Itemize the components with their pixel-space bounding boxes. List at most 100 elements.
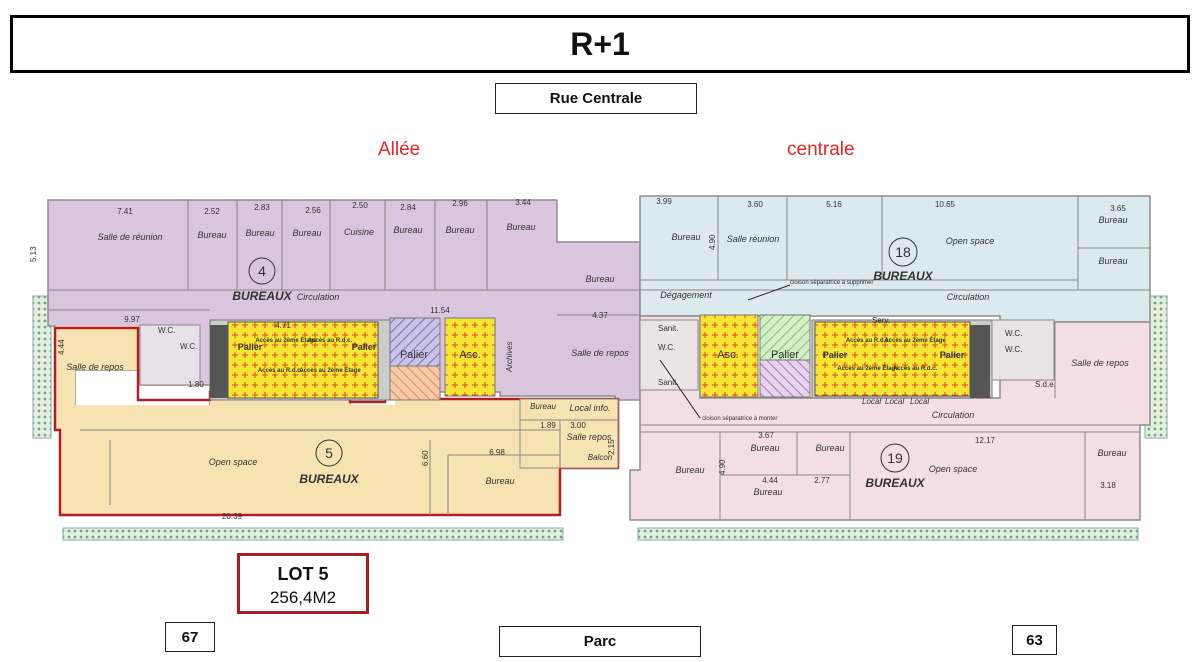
room-dimension: 5.13 — [29, 246, 38, 262]
room-dimension: 2.84 — [400, 203, 416, 212]
room-dimension: 4.44 — [57, 339, 66, 355]
lot-5-extension — [519, 398, 619, 469]
room-label: S.d.e. — [1035, 380, 1056, 389]
room-label: W.C. — [180, 342, 197, 351]
unit-4-number: 4 — [258, 263, 266, 279]
room-label: W.C. — [658, 343, 675, 352]
unit-markers — [248, 237, 918, 473]
room-dimension: 4.44 — [762, 476, 778, 485]
room-dimension: 20.39 — [222, 512, 243, 521]
access-note: Accès au R.d.c. — [308, 338, 353, 344]
room-label: Salle repos — [566, 432, 612, 442]
landing-left-orange — [389, 365, 441, 401]
room-label: Salle de repos — [571, 348, 629, 358]
room-label: Bureau — [815, 443, 844, 453]
room-dimension: 2.50 — [352, 201, 368, 210]
access-note: Accès au R.d.c. — [893, 366, 938, 372]
sanitary-block-right — [639, 319, 699, 391]
room-label: Local — [885, 397, 904, 406]
room-label: Open space — [946, 236, 995, 246]
room-dimension: 4.71 — [275, 321, 291, 330]
stair-core-left-hatch — [227, 321, 379, 399]
room-dimension: 3.60 — [747, 200, 763, 209]
room-label: Bureau — [1097, 448, 1126, 458]
room-label: Bureau — [292, 228, 321, 238]
unit-19-label: BUREAUX — [865, 476, 925, 490]
access-note: Accès au R.d.c. — [846, 338, 891, 344]
palier-label-right-3: Palier — [940, 350, 965, 360]
access-note: Accès au 2ème Étage — [884, 336, 946, 344]
room-label: Dégagement — [660, 290, 712, 300]
right-building — [629, 195, 1168, 541]
room-dimension: 3.67 — [758, 431, 774, 440]
room-dimension: 10.65 — [935, 200, 956, 209]
room-label: Bureau — [530, 402, 556, 411]
room-dimension: 2.52 — [204, 207, 220, 216]
room-label: W.C. — [158, 326, 175, 335]
room-label: Bureau — [485, 476, 514, 486]
room-label: Bureau — [585, 274, 614, 284]
room-dimension: 12.17 — [975, 436, 996, 445]
unit-18-number: 18 — [895, 244, 911, 260]
room-label: Circulation — [947, 292, 990, 302]
partition-note-build: cloison séparatrice à monter — [702, 416, 777, 422]
stair-right-dark — [970, 325, 990, 398]
room-label: Salle de repos — [66, 362, 124, 372]
landing-right-purple — [759, 359, 811, 398]
room-dimension: 3.99 — [656, 197, 672, 206]
palier-label-left-2: Palier — [352, 342, 377, 352]
stair-left-dark — [210, 325, 228, 398]
room-label: Cuisine — [344, 227, 374, 237]
room-label: Circulation — [297, 292, 340, 302]
terrace-left — [32, 295, 52, 439]
room-dimension: 3.44 — [515, 198, 531, 207]
room-label: Bureau — [1098, 215, 1127, 225]
access-note: Accès au 2ème Étage — [255, 336, 317, 344]
room-label: Bureau — [671, 232, 700, 242]
room-label: Bureau — [675, 465, 704, 475]
room-dimension: 2.96 — [452, 199, 468, 208]
elevator-left — [444, 317, 496, 397]
room-dimension: 4.37 — [592, 311, 608, 320]
room-label: Bureau — [750, 443, 779, 453]
room-dimension: 2.56 — [305, 206, 321, 215]
street-label-top: Rue Centrale — [495, 83, 697, 114]
room-dimension: 5.16 — [826, 200, 842, 209]
unit-19-number: 19 — [887, 450, 903, 466]
room-label: Sanit. — [658, 378, 678, 387]
room-label: Circulation — [932, 410, 975, 420]
unit-4-circle — [248, 257, 276, 285]
palier-label-right-1: Palier — [771, 349, 799, 361]
wc-block-left — [139, 324, 201, 386]
page-title: R+1 — [10, 15, 1190, 73]
room-label: Archives — [505, 341, 514, 373]
building-number-left: 67 — [165, 622, 215, 652]
palier-label-left-3: Palier — [400, 349, 428, 361]
room-label: Local — [862, 397, 881, 406]
balcony-bottom-right — [637, 527, 1139, 541]
room-dimension: 9.97 — [124, 315, 140, 324]
palier-label-left-1: Palier — [238, 342, 263, 352]
room-dimension: 2.83 — [254, 203, 270, 212]
unit-4-label: BUREAUX — [232, 289, 292, 303]
room-label: Bureau — [753, 487, 782, 497]
balcony-label: Balcon — [588, 453, 613, 462]
lot-name: LOT 5 — [277, 564, 329, 584]
room-label: W.C. — [1005, 345, 1022, 354]
building-number-right: 63 — [1012, 625, 1057, 655]
room-dimension: 7.41 — [117, 207, 133, 216]
room-label: Serv. — [872, 316, 890, 325]
room-dimension: 4.90 — [708, 234, 717, 250]
room-label: Bureau — [506, 222, 535, 232]
room-dimension: 1.89 — [540, 421, 556, 430]
room-dimension: 6.98 — [489, 448, 505, 457]
room-label: Bureau — [245, 228, 274, 238]
room-label: Salle de repos — [1071, 358, 1129, 368]
room-dimension: 3.18 — [1100, 481, 1116, 490]
access-note: Accès au 2ème Étage — [837, 364, 899, 372]
room-label: Salle de réunion — [97, 232, 162, 242]
room-label: Local — [910, 397, 929, 406]
room-label: Bureau — [197, 230, 226, 240]
room-dimension: 3.00 — [570, 421, 586, 430]
unit-18-label: BUREAUX — [873, 269, 933, 283]
